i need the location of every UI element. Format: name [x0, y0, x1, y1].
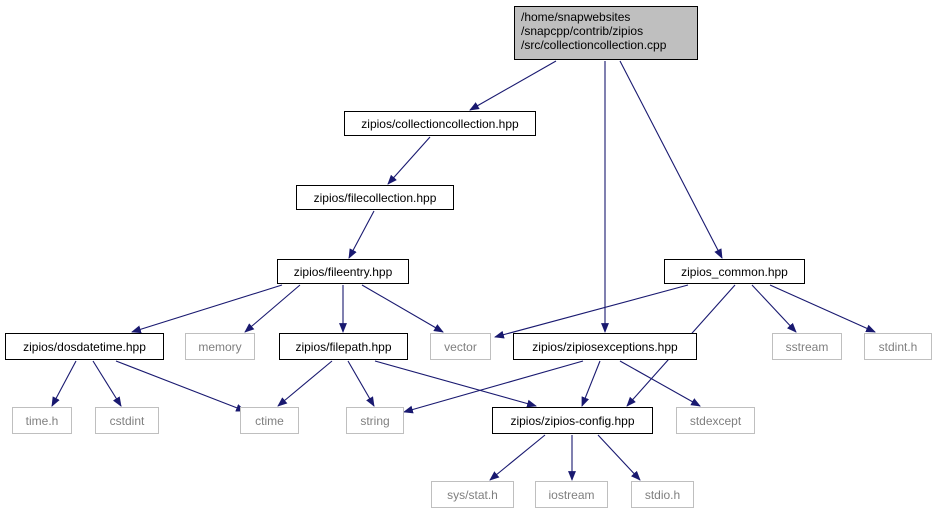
edge-filepath-string	[347, 360, 375, 407]
edge-fileentry-memory	[244, 284, 301, 333]
node-memory: memory	[185, 333, 255, 360]
edge-zipios-common-vector	[494, 284, 689, 339]
edge-zipios-config-sys-stat	[489, 434, 546, 481]
node-zipiosexceptions-hpp[interactable]: zipios/zipiosexceptions.hpp	[513, 333, 697, 360]
edge-zipios-config-stdio	[597, 434, 641, 481]
edge-root-collectioncollection	[469, 60, 557, 111]
root-node-collectioncollection-cpp: /home/snapwebsites /snapcpp/contrib/zipi…	[514, 6, 698, 60]
edge-filepath-zipios-config	[374, 360, 537, 408]
node-sstream: sstream	[772, 333, 842, 360]
edge-zipiosexceptions-stdexcept	[619, 360, 701, 407]
node-dosdatetime-hpp[interactable]: zipios/dosdatetime.hpp	[5, 333, 164, 360]
node-stdexcept: stdexcept	[676, 407, 755, 434]
node-time-h: time.h	[12, 407, 72, 434]
edge-zipios-common-sstream	[751, 284, 797, 333]
node-iostream: iostream	[535, 481, 608, 508]
node-filecollection-hpp[interactable]: zipios/filecollection.hpp	[296, 185, 454, 210]
node-cstdint: cstdint	[95, 407, 159, 434]
node-collectioncollection-hpp[interactable]: zipios/collectioncollection.hpp	[344, 111, 536, 136]
node-filepath-hpp[interactable]: zipios/filepath.hpp	[279, 333, 408, 360]
edge-zipiosexceptions-zipios-config	[581, 360, 601, 407]
edge-root-zipios-common	[619, 60, 723, 259]
edge-zipiosexceptions-string	[403, 360, 584, 414]
node-stdio-h: stdio.h	[631, 481, 694, 508]
edge-dosdatetime-ctime	[115, 360, 246, 412]
edge-filecollection-fileentry	[348, 210, 375, 259]
edge-fileentry-dosdatetime	[131, 284, 283, 334]
edge-fileentry-vector	[361, 284, 444, 333]
node-ctime: ctime	[240, 407, 299, 434]
edge-zipios-common-stdint	[769, 284, 876, 333]
node-vector: vector	[430, 333, 491, 360]
node-string: string	[346, 407, 404, 434]
edge-collectioncollection-filecollection	[387, 136, 431, 185]
edge-dosdatetime-time	[51, 360, 77, 407]
edge-filepath-ctime	[277, 360, 333, 407]
node-zipios-common-hpp[interactable]: zipios_common.hpp	[664, 259, 805, 284]
node-fileentry-hpp[interactable]: zipios/fileentry.hpp	[277, 259, 409, 284]
node-sys-stat-h: sys/stat.h	[431, 481, 514, 508]
node-stdint-h: stdint.h	[864, 333, 932, 360]
edge-dosdatetime-cstdint	[92, 360, 122, 407]
node-zipios-config-hpp[interactable]: zipios/zipios-config.hpp	[492, 407, 653, 434]
